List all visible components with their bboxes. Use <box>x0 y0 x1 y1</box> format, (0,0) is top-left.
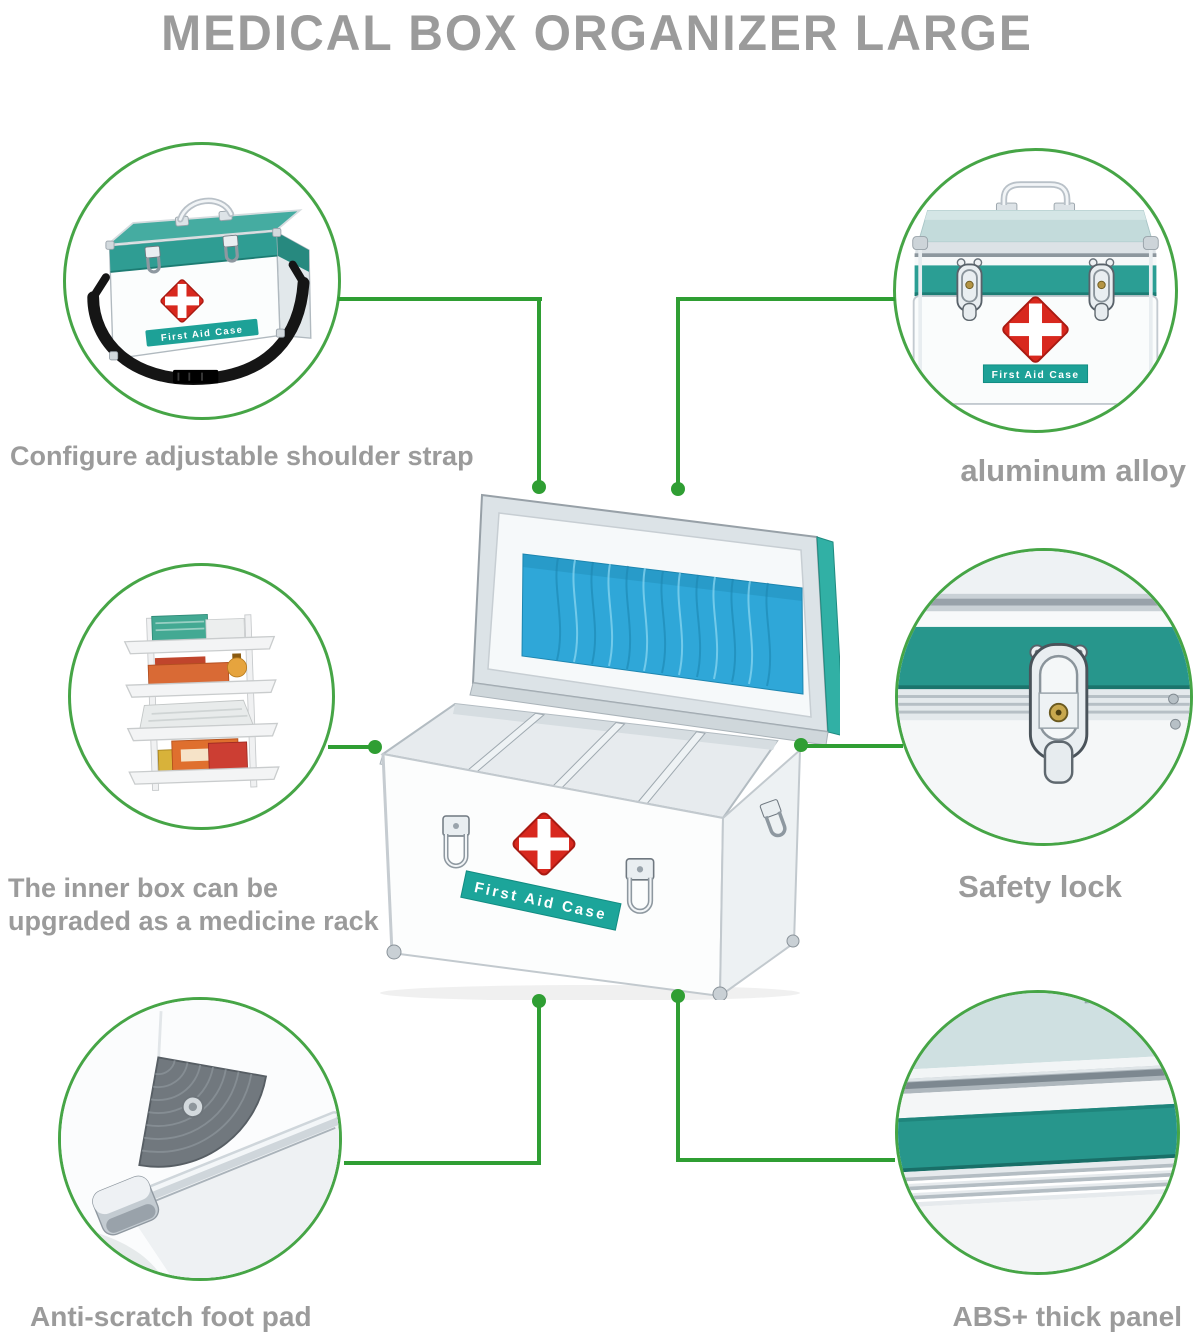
first-aid-case-label: First Aid Case <box>982 364 1089 384</box>
svg-text:First Aid Case: First Aid Case <box>992 370 1080 381</box>
safety-lock-latch-icon <box>1028 642 1089 784</box>
caption-medicine-rack: The inner box can be upgraded as a medic… <box>8 872 379 938</box>
connector-dot <box>794 738 808 752</box>
shoulder-strap-icon <box>87 260 310 385</box>
red-cross-icon <box>160 279 204 323</box>
caption-medicine-rack-line2: upgraded as a medicine rack <box>8 905 379 936</box>
connector-foot-pad-v <box>537 1000 541 1165</box>
open-first-aid-case-photo: First Aid Case <box>379 493 840 1000</box>
caption-medicine-rack-line1: The inner box can be <box>8 873 279 903</box>
latch-icon <box>956 258 983 321</box>
foot-pad-photo <box>61 1000 339 1278</box>
connector-abs-v <box>676 998 680 1162</box>
connector-rack-h <box>328 745 377 749</box>
feature-circle-abs-panel <box>895 990 1180 1275</box>
connector-abs-h <box>678 1158 895 1162</box>
latch-icon <box>442 815 470 869</box>
corner-cap-icon <box>92 1175 160 1236</box>
feature-circle-foot-pad <box>58 997 342 1281</box>
aluminum-case-photo: First Aid Case <box>910 181 1161 405</box>
feature-circle-shoulder-strap: First Aid Case <box>63 142 341 420</box>
page-title: MEDICAL BOX ORGANIZER LARGE <box>161 5 1033 62</box>
safety-lock-photo <box>898 551 1190 843</box>
feature-circle-safety-lock <box>895 548 1193 846</box>
connector-aluminum-h <box>678 297 895 301</box>
feature-circle-medicine-rack <box>68 563 335 830</box>
connector-dot <box>671 989 685 1003</box>
box-body <box>379 702 802 1000</box>
caption-safety-lock: Safety lock <box>958 869 1122 904</box>
caption-shoulder-strap: Configure adjustable shoulder strap <box>10 441 474 471</box>
latch-icon <box>222 234 239 263</box>
latch-icon <box>1088 258 1115 321</box>
connector-dot <box>368 740 382 754</box>
medicine-rack-photo <box>123 614 280 791</box>
connector-lock-h <box>800 744 903 748</box>
connector-foot-pad-h <box>344 1161 541 1165</box>
connector-shoulder-strap-v <box>537 297 541 483</box>
latch-icon <box>625 858 655 914</box>
latch-icon <box>759 799 787 838</box>
feature-circle-aluminum-alloy: First Aid Case <box>893 148 1178 433</box>
connector-dot <box>532 480 546 494</box>
abs-panel-photo <box>898 993 1177 1272</box>
lid-pocket <box>521 553 804 695</box>
connector-aluminum-v <box>676 297 680 485</box>
open-lid <box>469 493 840 746</box>
latch-icon <box>144 245 161 274</box>
red-cross-icon <box>1002 296 1069 363</box>
connector-shoulder-strap-h <box>338 297 542 301</box>
caption-abs-panel: ABS+ thick panel <box>952 1301 1182 1332</box>
foot-pad-icon <box>138 1056 268 1168</box>
handle-icon <box>175 197 235 227</box>
handle-icon <box>995 181 1076 216</box>
connector-dot <box>671 482 685 496</box>
caption-aluminum-alloy: aluminum alloy <box>960 453 1186 488</box>
shoulder-strap-case-photo: First Aid Case <box>87 197 312 385</box>
caption-foot-pad: Anti-scratch foot pad <box>30 1301 312 1332</box>
red-cross-icon <box>512 812 576 876</box>
